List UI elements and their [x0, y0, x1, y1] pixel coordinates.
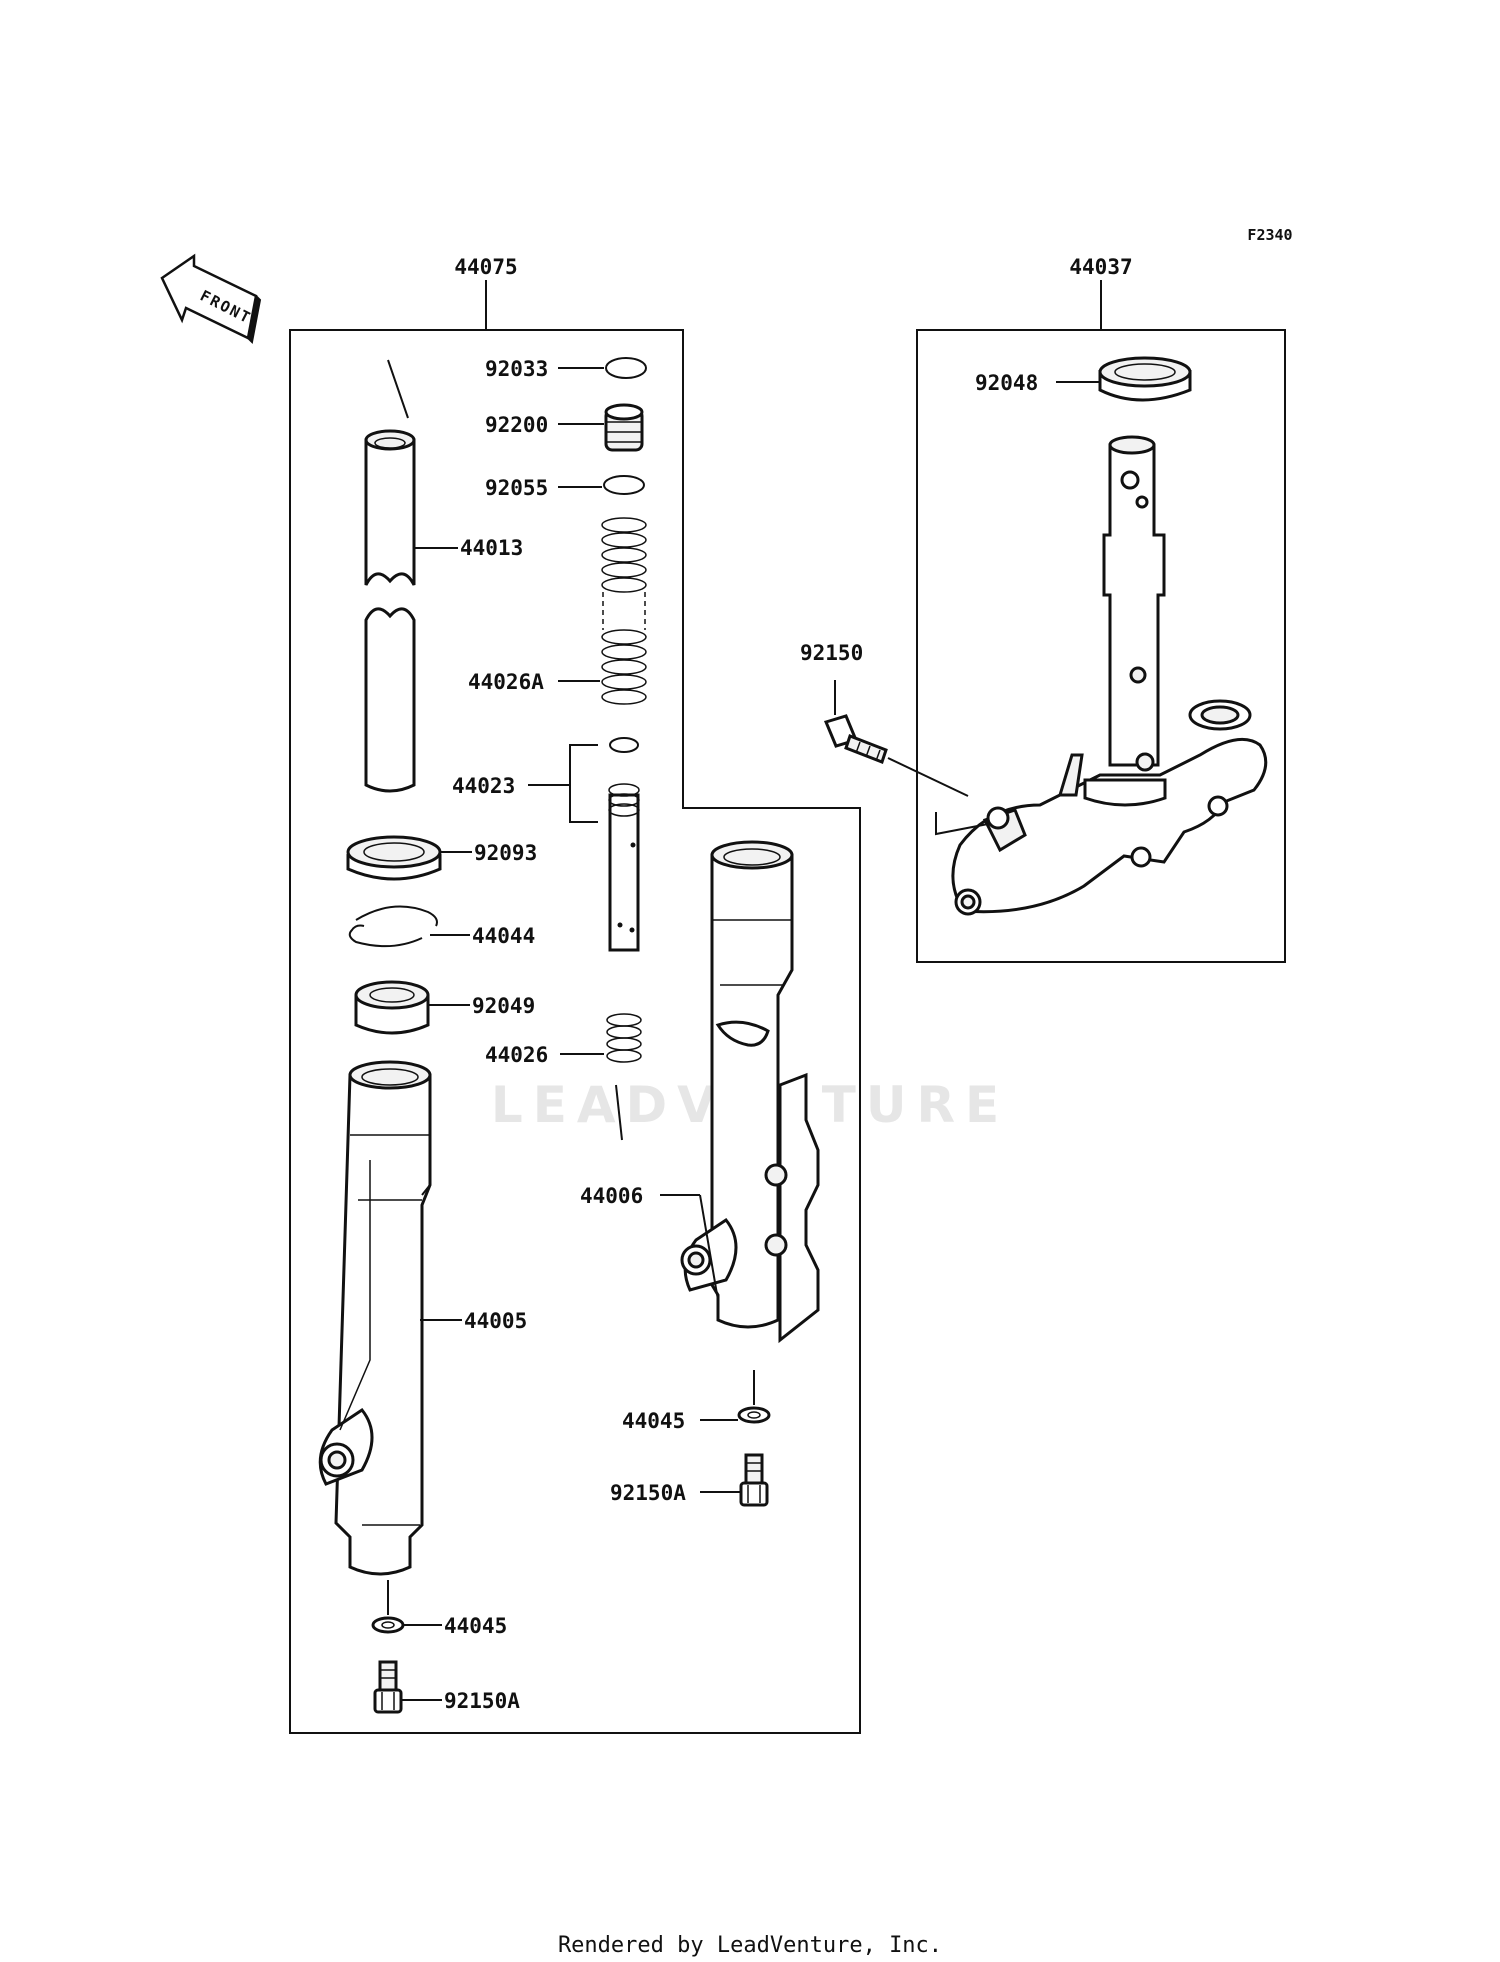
circlip: 92033: [485, 357, 647, 381]
label-44005: 44005: [464, 1309, 527, 1333]
label-44026A: 44026A: [468, 670, 544, 694]
label-92093: 92093: [474, 841, 537, 865]
label-92033: 92033: [485, 357, 548, 381]
washer-right: 44045: [622, 1370, 771, 1433]
steering-stem: [951, 435, 1268, 916]
front-arrow-icon: FRONT: [160, 253, 262, 345]
label-44045-right: 44045: [622, 1409, 685, 1433]
cylinder-set: 44023: [452, 737, 640, 952]
label-44023: 44023: [452, 774, 515, 798]
o-ring: 92055: [485, 475, 645, 500]
label-44006: 44006: [580, 1184, 643, 1208]
label-92048: 92048: [975, 371, 1038, 395]
bolt-left: 92150A: [373, 1660, 520, 1714]
steering-stem-group: 44037: [916, 255, 1286, 963]
dust-seal: 92093: [346, 835, 537, 881]
group-label-44037: 44037: [1069, 255, 1132, 279]
bolt-right: 92150A: [610, 1453, 769, 1507]
fork-assembly-group: 44075: [289, 255, 861, 1734]
rebound-spring: 44026: [485, 1013, 642, 1141]
fork-spring: 44026A: [468, 517, 647, 705]
label-92200: 92200: [485, 413, 548, 437]
label-44044: 44044: [472, 924, 535, 948]
label-92055: 92055: [485, 476, 548, 500]
cap-bolt: 92200: [485, 403, 644, 452]
inner-tube: 44013: [364, 359, 523, 793]
label-92150A-right: 92150A: [610, 1481, 686, 1505]
footer-credit: Rendered by LeadVenture, Inc.: [558, 1933, 942, 1958]
label-44026: 44026: [485, 1043, 548, 1067]
label-44013: 44013: [460, 536, 523, 560]
label-92049: 92049: [472, 994, 535, 1018]
group-label-44075: 44075: [454, 255, 517, 279]
oil-seal: 92049: [354, 980, 535, 1035]
label-44045-left: 44045: [444, 1614, 507, 1638]
stopper-ring: 44044: [348, 905, 535, 948]
washer-left: 44045: [371, 1580, 507, 1638]
outer-tube-right: 44006: [580, 840, 820, 1344]
label-92150A-left: 92150A: [444, 1689, 520, 1713]
stem-dust-seal: 92048: [975, 356, 1192, 402]
outer-tube-left: 44005: [318, 1060, 527, 1576]
fork-assembly-frame: [289, 329, 861, 1734]
diagram-reference-code: F2340: [1247, 226, 1292, 244]
stem-clamp-bolt: 92150: [800, 641, 989, 836]
label-92150: 92150: [800, 641, 863, 665]
